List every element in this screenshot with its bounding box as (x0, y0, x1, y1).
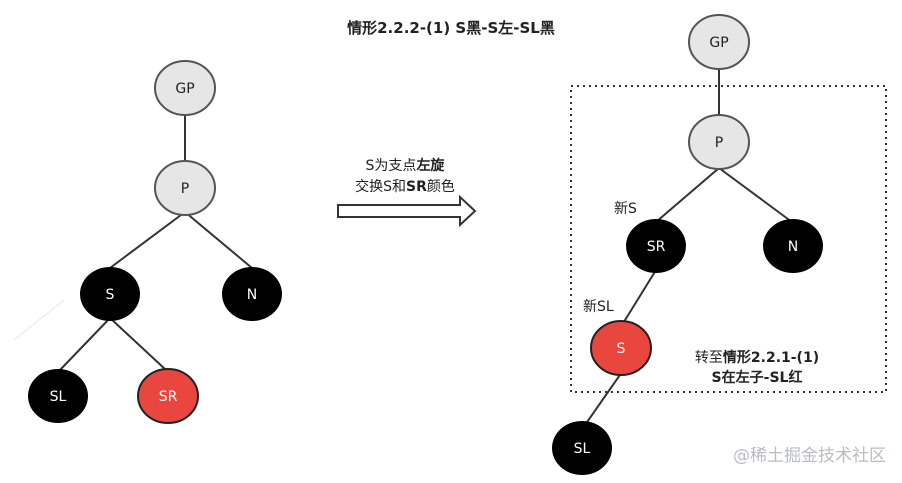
arrow-label-line2-a: 交换S和 (355, 178, 406, 195)
right-edge-p-sr (655, 167, 720, 223)
arrow-label-line2: 交换S和SR颜色 (355, 178, 455, 195)
right-node-s (590, 320, 652, 376)
left-edge-p-s (109, 211, 186, 269)
arrow-label-line2-b: SR (406, 179, 427, 195)
right-node-s-label: S (617, 341, 626, 357)
right-node-sl (552, 421, 612, 475)
right-tree: GP P SR N S SL 新S 新SL 转至情形2.2.1-(1) S在左子… (552, 14, 887, 475)
right-edge-sr-s (621, 269, 657, 326)
left-node-sl-label: SL (50, 389, 67, 405)
left-node-n (222, 267, 282, 321)
box-note-line1: 转至情形2.2.1-(1) (695, 349, 819, 366)
box-note-line1-a: 转至 (695, 350, 723, 366)
faint-stroke (13, 299, 65, 341)
label-new-sl: 新SL (583, 299, 614, 315)
watermark: @稀土掘金技术社区 (733, 446, 886, 466)
left-edge-s-sl (59, 317, 111, 371)
left-node-sr (137, 368, 199, 424)
right-node-p-label: P (715, 135, 723, 151)
dotted-region-box (570, 85, 887, 393)
arrow-label-line1-a: S为支点 (366, 158, 417, 174)
left-node-p-label: P (181, 181, 189, 197)
left-node-sr-label: SR (159, 389, 178, 405)
left-edge-p-n (184, 211, 253, 269)
box-note-line1-b: 情形2.2.1-(1) (723, 349, 819, 366)
right-node-n-label: N (788, 239, 798, 255)
label-new-s: 新S (614, 201, 637, 217)
arrow-label-line1-b: 左旋 (415, 157, 445, 174)
left-node-p (154, 160, 216, 216)
left-node-gp (154, 60, 216, 116)
right-edge-s-sl (584, 371, 623, 426)
left-edge-s-sr (109, 317, 167, 371)
diagram-title: 情形2.2.2-(1) S黑-S左-SL黑 (347, 19, 555, 37)
arrow-label-line1: S为支点左旋 (366, 157, 446, 174)
left-node-sl (28, 369, 88, 423)
box-note-line2: S在左子-SL红 (712, 369, 803, 386)
left-tree: GP P S N SL SR (28, 60, 282, 424)
left-node-gp-label: GP (175, 81, 194, 97)
right-node-sr-label: SR (647, 239, 666, 255)
right-arrow-icon (337, 194, 477, 228)
right-node-sr (626, 219, 686, 273)
arrow-label-line2-c: 颜色 (427, 178, 455, 195)
right-edge-p-n (718, 167, 793, 223)
left-node-n-label: N (247, 287, 257, 303)
left-node-s (80, 267, 140, 321)
right-node-n (763, 219, 823, 273)
right-node-gp (688, 14, 750, 70)
right-node-p (688, 114, 750, 170)
transform-arrow-group: S为支点左旋 交换S和SR颜色 (337, 157, 477, 228)
right-node-sl-label: SL (574, 441, 591, 457)
right-node-gp-label: GP (709, 35, 728, 51)
left-node-s-label: S (106, 287, 115, 303)
